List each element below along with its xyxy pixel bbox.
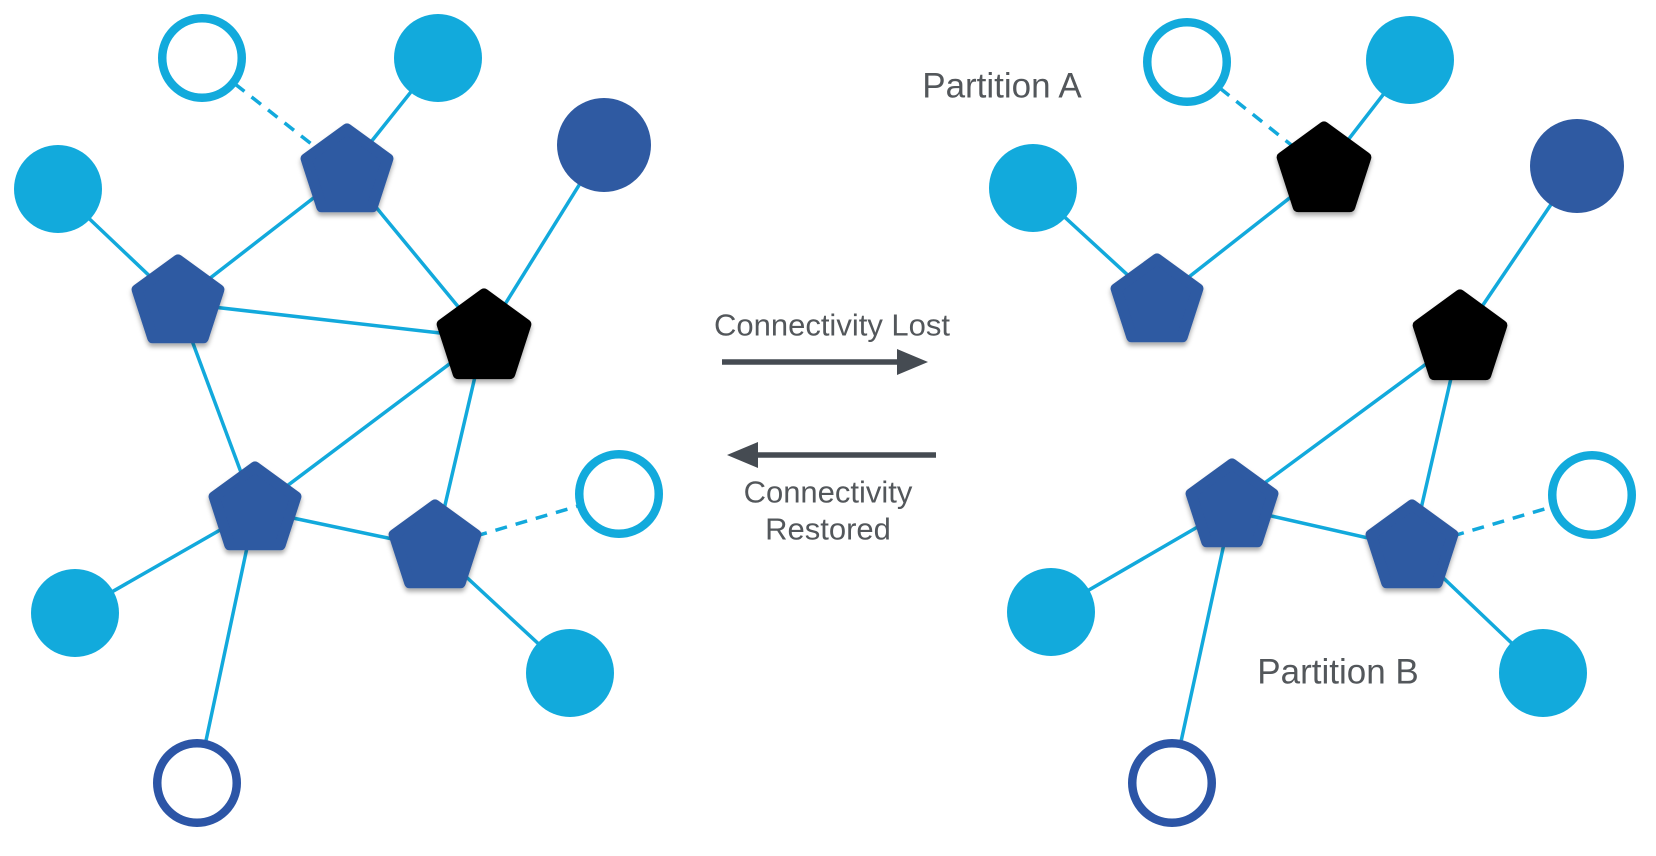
node-l-cyan-circle-bottom-right: [526, 629, 614, 717]
edge-l-pentagon-2--l-pentagon-black: [177, 301, 485, 340]
connectivity-lost-arrow: [722, 349, 928, 375]
connectivity-lost-arrow-head: [897, 349, 928, 375]
node-l-cyan-circle-left: [14, 145, 102, 233]
node-l-pentagon-2: [131, 254, 225, 344]
partition-b-label: Partition B: [1257, 653, 1418, 692]
node-r-dark-circle: [1530, 119, 1624, 213]
node-l-pentagon-1: [300, 123, 394, 213]
edge-r-pentagon-black-b--r-pentagon-2: [1230, 337, 1462, 509]
node-l-pentagon-black: [436, 288, 532, 380]
node-l-pentagon-3: [208, 461, 302, 551]
node-r-cyan-circle-bottom-right: [1499, 629, 1587, 717]
connectivity-restored-label-line1: Connectivity: [744, 475, 913, 510]
node-r-pentagon-black-a: [1276, 121, 1372, 213]
connected-network-group: [14, 14, 663, 827]
node-r-pentagon-black-b: [1412, 289, 1508, 381]
node-l-open-circle-top: [158, 14, 246, 102]
connectivity-restored-arrow-head: [727, 442, 758, 468]
partitioned-network-group: [989, 16, 1636, 827]
node-l-open-circle-navy: [153, 739, 241, 827]
node-r-pentagon-3: [1365, 499, 1459, 589]
node-l-cyan-circle-bottom-left: [31, 569, 119, 657]
node-l-cyan-circle-top: [394, 14, 482, 102]
edge-l-pentagon-3--l-open-circle-navy: [195, 509, 257, 784]
node-r-pentagon-1: [1110, 253, 1204, 343]
node-r-cyan-circle-bottom-left: [1007, 568, 1095, 656]
node-r-cyan-circle-left: [989, 144, 1077, 232]
node-r-open-circle-navy: [1128, 739, 1216, 827]
node-l-open-circle-right: [575, 450, 663, 538]
connectivity-lost-label: Connectivity Lost: [714, 308, 950, 343]
partition-a-label: Partition A: [922, 67, 1082, 106]
edge-r-pentagon-2--r-open-circle-navy: [1170, 506, 1234, 784]
node-r-open-circle-top: [1143, 18, 1231, 106]
node-r-pentagon-2: [1185, 458, 1279, 548]
edge-l-pentagon-black--l-pentagon-3: [253, 336, 486, 512]
node-r-cyan-circle-top: [1366, 16, 1454, 104]
connectivity-restored-label-line2: Restored: [765, 512, 891, 547]
node-l-dark-circle: [557, 98, 651, 192]
connectivity-restored-arrow: [727, 442, 936, 468]
node-r-open-circle-right: [1548, 451, 1636, 539]
node-l-pentagon-4: [388, 499, 482, 589]
